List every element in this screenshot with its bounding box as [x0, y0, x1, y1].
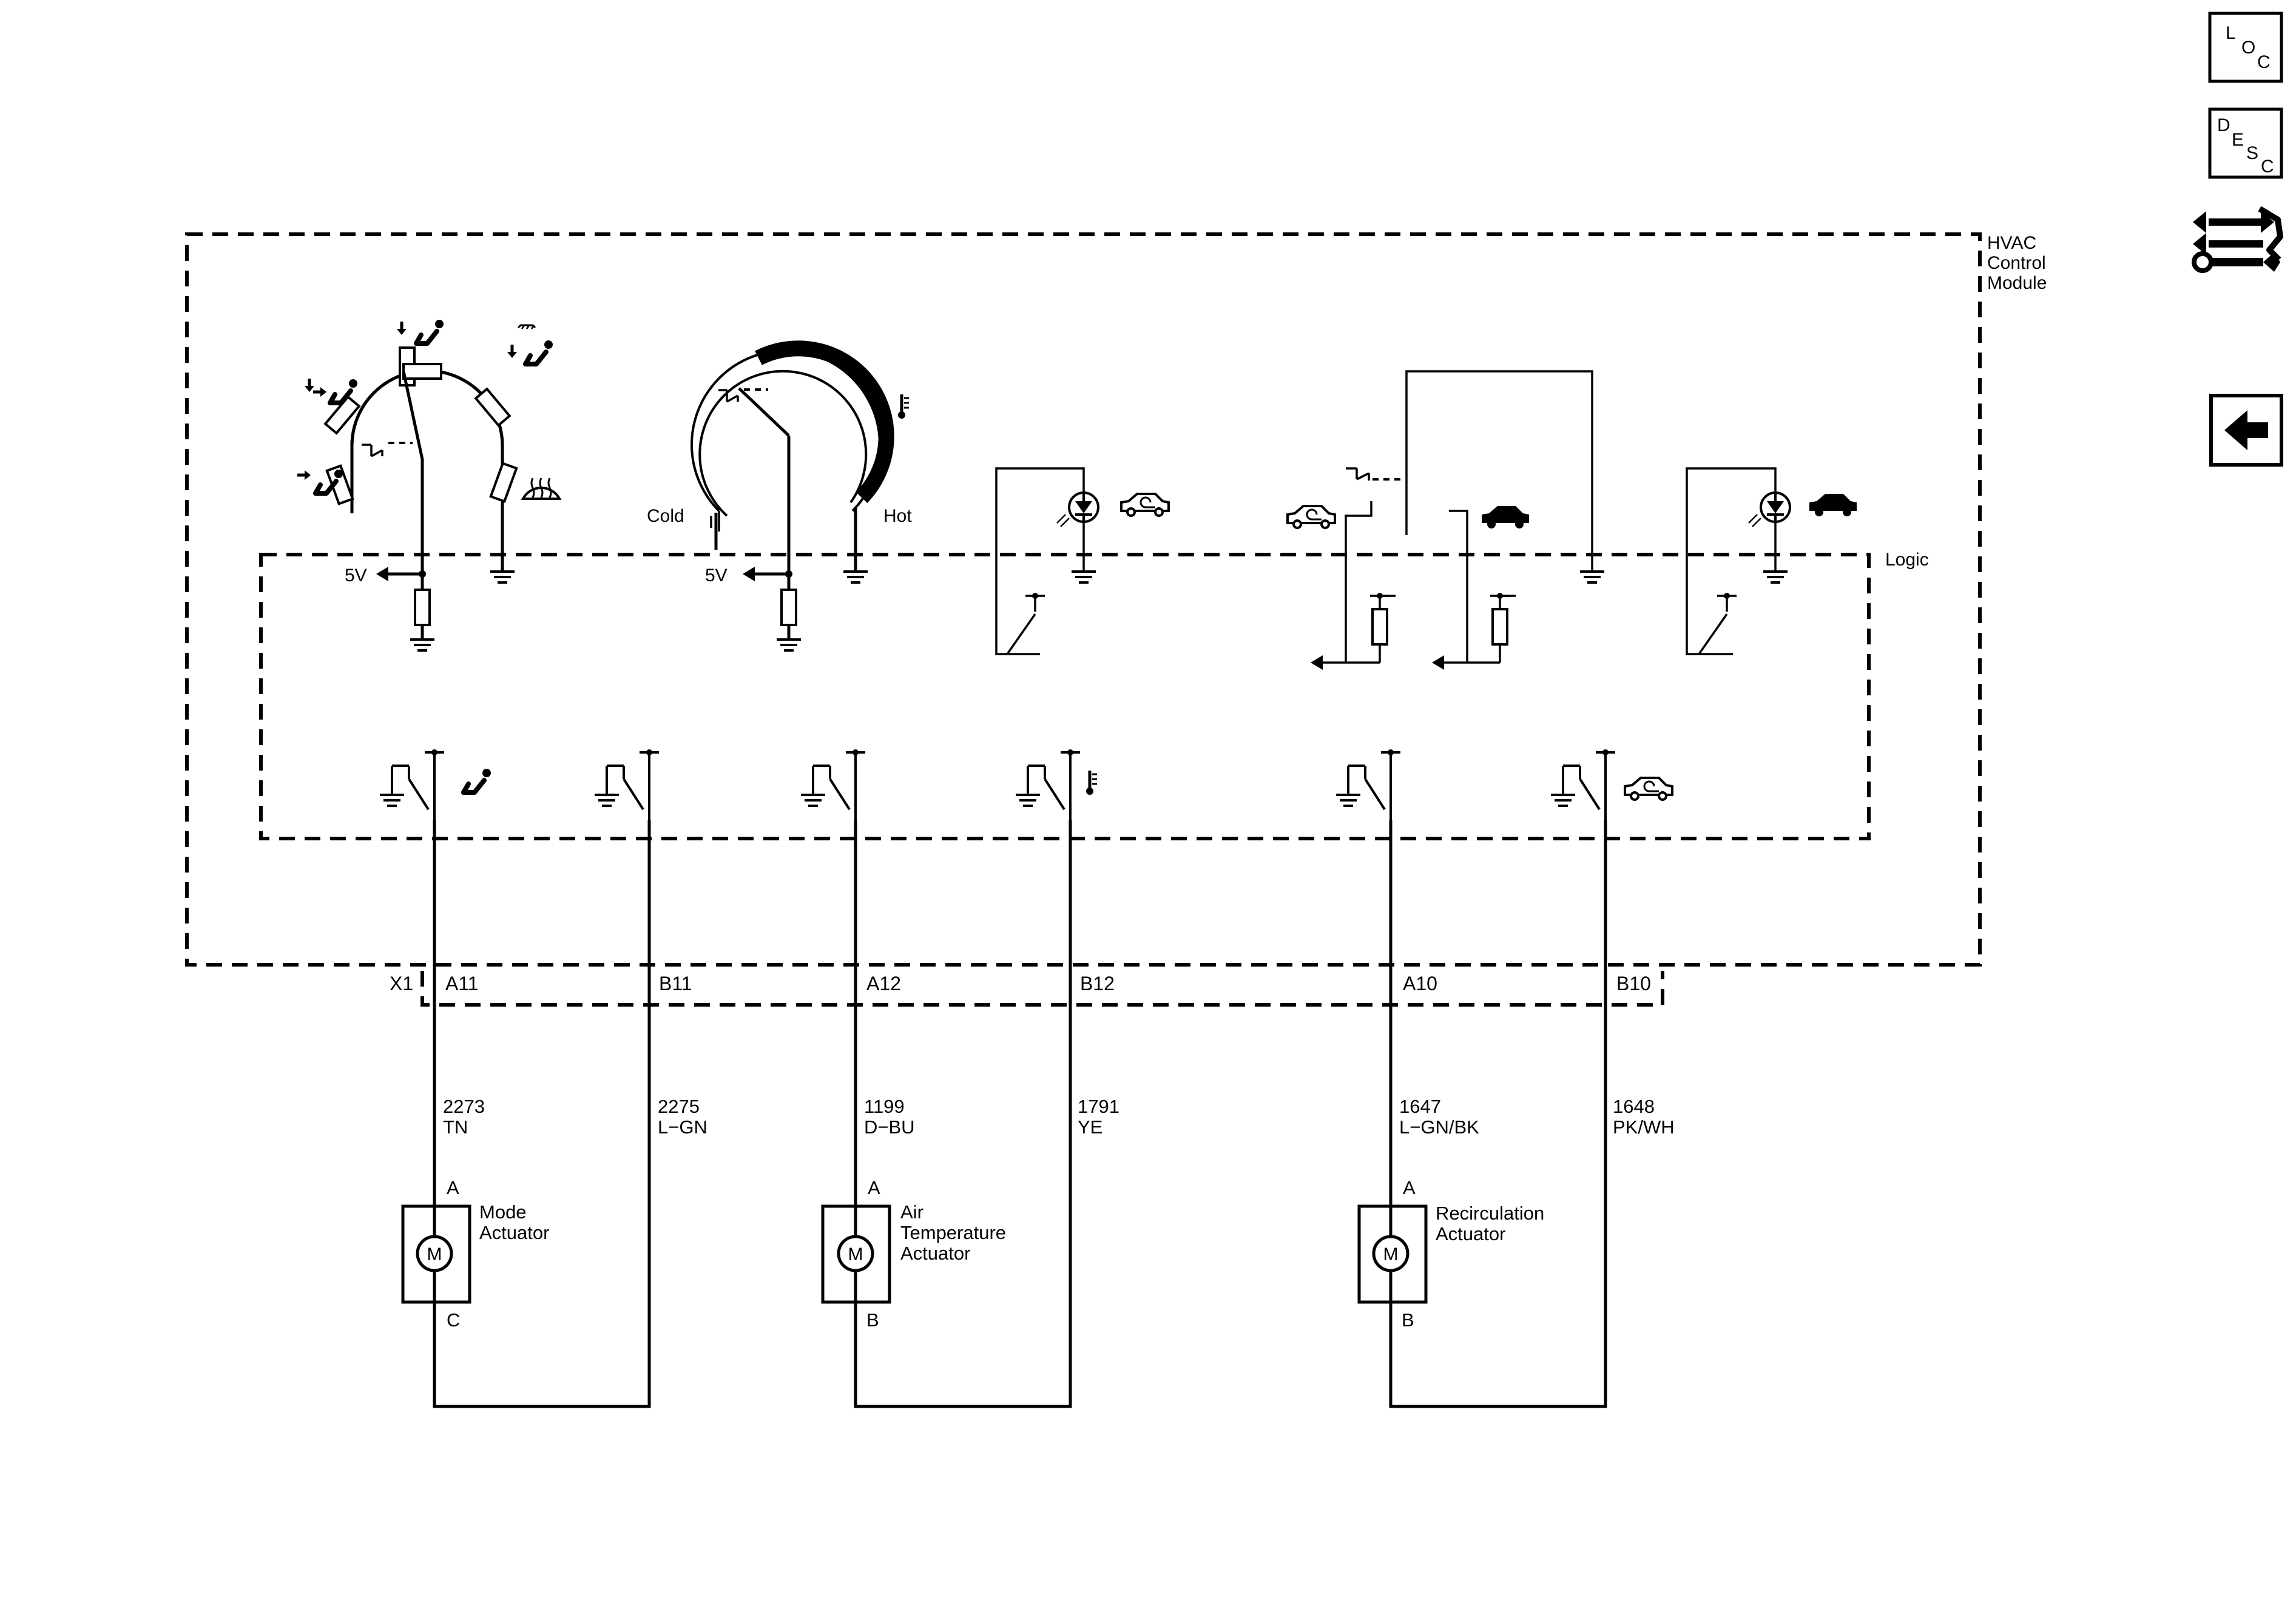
logic-boundary [259, 553, 1871, 840]
actuator-name-line-3: Actuator [900, 1243, 970, 1264]
recirculation-indicator-circuit [995, 467, 1099, 655]
driver-a12 [801, 749, 865, 820]
bi-level-icon-2 [464, 769, 491, 792]
temp-5v-label: 5V [705, 565, 728, 586]
actuator-name-line-2: Actuator [479, 1222, 549, 1243]
loc-letter-1: L [2226, 23, 2236, 43]
pin-a11: A11 [445, 973, 479, 994]
loc-letter-3: C [2257, 52, 2271, 72]
outside-air-indicator-circuit [1686, 467, 1791, 655]
driver-b11 [595, 749, 659, 820]
recirculation-car-icon-2 [1286, 505, 1336, 529]
circuit-number: 1648 [1613, 1096, 1655, 1117]
mode-actuator: M A C Mode Actuator [401, 1177, 549, 1331]
air-inlet-switch-circuit [1311, 370, 1606, 670]
circuit-number: 2275 [658, 1096, 700, 1117]
arrow-left-icon [2224, 410, 2268, 450]
loc-letter-2: O [2241, 38, 2255, 58]
module-title-line-1: HVAC [1987, 233, 2036, 253]
circuit-color: PK/WH [1613, 1116, 1675, 1138]
temperature-selector-switch: Cold Hot 5V [647, 340, 912, 652]
defrost-icon [521, 478, 562, 500]
actuator-name-line-2: Temperature [900, 1222, 1006, 1243]
actuator-name-line-1: Air [900, 1201, 923, 1223]
driver-b10 [1551, 749, 1615, 820]
circuit-color: L−GN [658, 1116, 707, 1138]
desc-letter-3: S [2246, 143, 2258, 163]
wire-2273 [433, 820, 651, 1408]
desc-letter-1: D [2217, 115, 2230, 135]
outside-air-car-icon-2 [1809, 494, 1857, 516]
floor-icon [397, 320, 444, 343]
defrost-floor-icon [507, 324, 553, 364]
connector-name: X1 [390, 973, 413, 994]
driver-a10 [1336, 749, 1400, 820]
mode-5v-label: 5V [345, 565, 367, 586]
actuator-pin-bottom: B [1402, 1309, 1414, 1331]
actuator-name-line-2: Actuator [1436, 1223, 1505, 1244]
module-title-line-3: Module [1987, 273, 2047, 293]
circuit-color: YE [1078, 1116, 1102, 1138]
recirculation-car-icon-3 [1624, 777, 1673, 801]
motor-label: M [1383, 1244, 1399, 1264]
pin-a10: A10 [1403, 973, 1437, 994]
desc-letter-4: C [2261, 157, 2274, 177]
module-title-line-2: Control [1987, 253, 2046, 273]
connector-wrench-icon[interactable] [2192, 206, 2283, 273]
desc-button[interactable]: D E S C [2208, 107, 2283, 179]
outside-air-car-icon [1482, 506, 1529, 528]
actuator-pin-bottom: B [866, 1309, 879, 1331]
pin-b12: B12 [1080, 973, 1115, 994]
logic-label: Logic [1885, 550, 1929, 570]
actuator-name-line-1: Recirculation [1436, 1203, 1544, 1224]
mode-selector-switch: 5V [323, 346, 518, 652]
recirculation-car-icon [1120, 493, 1170, 517]
circuit-color: D−BU [864, 1116, 915, 1138]
cold-label: Cold [647, 506, 684, 526]
circuit-number: 2273 [443, 1096, 485, 1117]
driver-b12 [1016, 749, 1080, 820]
actuator-pin-top: A [868, 1177, 880, 1198]
circuit-number: 1647 [1399, 1096, 1441, 1117]
motor-label: M [848, 1244, 863, 1264]
connector-x1-outline [420, 971, 1664, 1007]
circuit-number: 1791 [1078, 1096, 1119, 1117]
actuator-pin-top: A [447, 1177, 459, 1198]
actuator-pin-top: A [1403, 1177, 1416, 1198]
actuator-pin-bottom: C [447, 1309, 460, 1331]
hot-label: Hot [883, 506, 912, 526]
recirculation-actuator: M A B Recirculation Actuator [1357, 1177, 1544, 1331]
wire-1199 [854, 820, 1072, 1408]
driver-a11 [380, 749, 444, 820]
thermometer-icon [898, 394, 909, 419]
thermometer-icon-2 [1086, 771, 1097, 795]
actuator-name-line-1: Mode [479, 1201, 527, 1223]
back-button[interactable] [2209, 394, 2283, 467]
circuit-color: TN [443, 1116, 468, 1138]
pin-b11: B11 [659, 973, 692, 994]
desc-letter-2: E [2232, 130, 2244, 150]
loc-button[interactable]: L O C [2208, 12, 2283, 83]
wire-1647 [1389, 820, 1607, 1408]
circuit-color: L−GN/BK [1399, 1116, 1479, 1138]
pin-b10: B10 [1616, 973, 1651, 994]
air-temperature-actuator: M A B Air Temperature Actuator [821, 1177, 1006, 1331]
motor-label: M [427, 1244, 442, 1264]
circuit-number: 1199 [864, 1096, 905, 1117]
hvac-control-module-boundary [185, 232, 1982, 967]
pin-a12: A12 [866, 973, 901, 994]
